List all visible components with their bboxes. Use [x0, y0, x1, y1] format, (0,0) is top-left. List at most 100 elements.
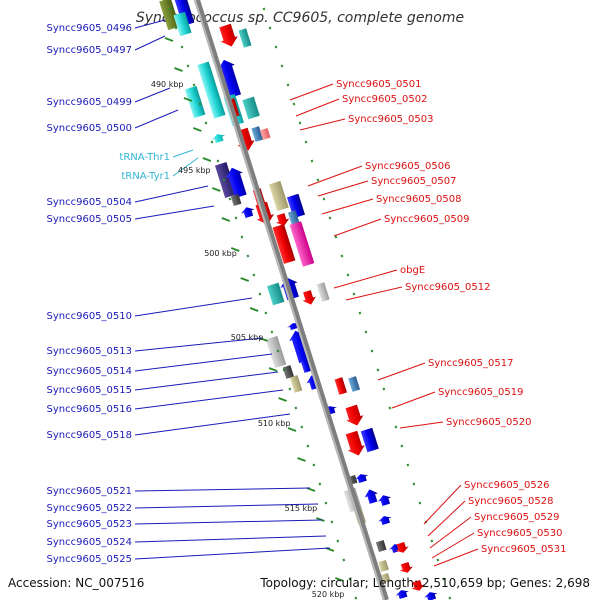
scale-tick [202, 157, 212, 162]
left-gene-label[interactable]: Syncc9605_0500 [47, 123, 133, 134]
gene-khaki [378, 560, 389, 572]
track-dot [340, 254, 344, 258]
right-gene-label[interactable]: Syncc9605_0531 [481, 544, 567, 555]
right-gene-label[interactable]: Syncc9605_0509 [384, 214, 470, 225]
gene-teal [238, 28, 252, 48]
kbp-label: 510 kbp [258, 419, 291, 428]
track-dot [382, 387, 386, 391]
right-gene-label[interactable]: Syncc9605_0506 [365, 161, 451, 172]
gene-blue [364, 489, 378, 504]
right-gene-label[interactable]: Syncc9605_0526 [464, 480, 550, 491]
track-dot [418, 501, 422, 505]
kbp-label: 500 kbp [204, 249, 237, 258]
kbp-label: 490 kbp [151, 80, 184, 89]
leader-line [427, 500, 466, 537]
left-gene-label[interactable]: Syncc9605_0499 [47, 97, 133, 108]
gene-khaki [268, 180, 289, 212]
right-gene-label[interactable]: Syncc9605_0512 [405, 282, 491, 293]
leader-line [134, 87, 171, 103]
right-gene-label[interactable]: Syncc9605_0520 [446, 417, 532, 428]
right-gene-label[interactable]: Syncc9605_0528 [468, 496, 554, 507]
gene-red [345, 430, 365, 456]
track-dot [306, 444, 310, 448]
track-dot [406, 463, 410, 467]
leader-line [134, 389, 284, 410]
right-gene-label[interactable]: Syncc9605_0503 [348, 114, 434, 125]
gene-red [334, 377, 347, 395]
scale-tick [334, 577, 344, 582]
track-dot [316, 178, 320, 182]
track-dot [370, 349, 374, 353]
left-gene-label[interactable]: Syncc9605_0504 [47, 197, 133, 208]
track-dot [286, 83, 290, 87]
track-dot [354, 596, 358, 600]
track-dot [310, 159, 314, 163]
gene-cyan [197, 61, 226, 119]
left-gene-label[interactable]: Syncc9605_0521 [47, 486, 133, 497]
leader-line [172, 149, 194, 158]
track-dot [222, 178, 226, 182]
gene-blue [323, 406, 337, 416]
gene-blue [378, 516, 392, 526]
leader-line [134, 205, 215, 220]
track-dot [288, 387, 292, 391]
leader-line [134, 337, 263, 352]
left-gene-label[interactable]: Syncc9605_0522 [47, 503, 133, 514]
gene-steel [348, 376, 361, 392]
track-dot [274, 45, 278, 49]
leader-line [134, 413, 291, 436]
gene-cyan [184, 85, 206, 119]
left-gene-label[interactable]: Syncc9605_0515 [47, 385, 133, 396]
gene-cyan [173, 11, 192, 37]
map-title: Synechococcus sp. CC9605, complete genom… [136, 10, 464, 26]
left-gene-label[interactable]: Syncc9605_0525 [47, 554, 133, 565]
right-gene-label[interactable]: Syncc9605_0530 [477, 528, 563, 539]
track-dot [294, 406, 298, 410]
gene-gray [375, 540, 387, 552]
leader-line [431, 532, 475, 559]
leader-line [134, 297, 253, 317]
right-gene-labels: Syncc9605_0501Syncc9605_0502Syncc9605_05… [336, 79, 567, 555]
right-gene-label[interactable]: Syncc9605_0502 [342, 94, 428, 105]
right-gene-label[interactable]: Syncc9605_0507 [371, 176, 457, 187]
track-dot [292, 102, 296, 106]
right-gene-label[interactable]: Syncc9605_0517 [428, 358, 514, 369]
left-gene-label[interactable]: Syncc9605_0524 [47, 537, 133, 548]
leader-line [295, 98, 340, 117]
right-gene-label[interactable]: Syncc9605_0508 [376, 194, 462, 205]
scale-tick [230, 247, 240, 252]
track-dot [234, 216, 238, 220]
leader-line [321, 198, 374, 215]
leader-line [289, 83, 334, 101]
gene-blue [286, 193, 306, 219]
track-dot [204, 121, 208, 125]
left-gene-label[interactable]: Syncc9605_0496 [47, 23, 133, 34]
scale-tick [164, 37, 174, 42]
track-dot [228, 197, 232, 201]
gene-gray [282, 365, 294, 379]
track-dot [180, 45, 184, 49]
left-gene-label[interactable]: Syncc9605_0505 [47, 214, 133, 225]
left-gene-label[interactable]: Syncc9605_0518 [47, 430, 133, 441]
track-dot [216, 159, 220, 163]
right-gene-label[interactable]: Syncc9605_0501 [336, 79, 422, 90]
left-gene-label[interactable]: Syncc9605_0497 [47, 45, 133, 56]
leader-line [134, 487, 311, 492]
leader-line [345, 286, 403, 301]
right-gene-label[interactable]: obgE [400, 265, 425, 276]
right-gene-label[interactable]: Syncc9605_0519 [438, 387, 524, 398]
track-markers [164, 7, 452, 600]
trna-label[interactable]: tRNA-Tyr1 [121, 171, 170, 182]
track-dot [346, 273, 350, 277]
left-gene-label[interactable]: Syncc9605_0523 [47, 519, 133, 530]
left-gene-label[interactable]: Syncc9605_0516 [47, 404, 133, 415]
gene-olive [159, 0, 180, 31]
left-gene-label[interactable]: Syncc9605_0514 [47, 366, 133, 377]
gene-blue [217, 59, 242, 98]
gene-blue [377, 495, 392, 506]
left-gene-label[interactable]: Syncc9605_0510 [47, 311, 133, 322]
right-gene-label[interactable]: Syncc9605_0529 [474, 512, 560, 523]
left-gene-label[interactable]: Syncc9605_0513 [47, 346, 133, 357]
trna-label[interactable]: tRNA-Thr1 [119, 152, 170, 163]
